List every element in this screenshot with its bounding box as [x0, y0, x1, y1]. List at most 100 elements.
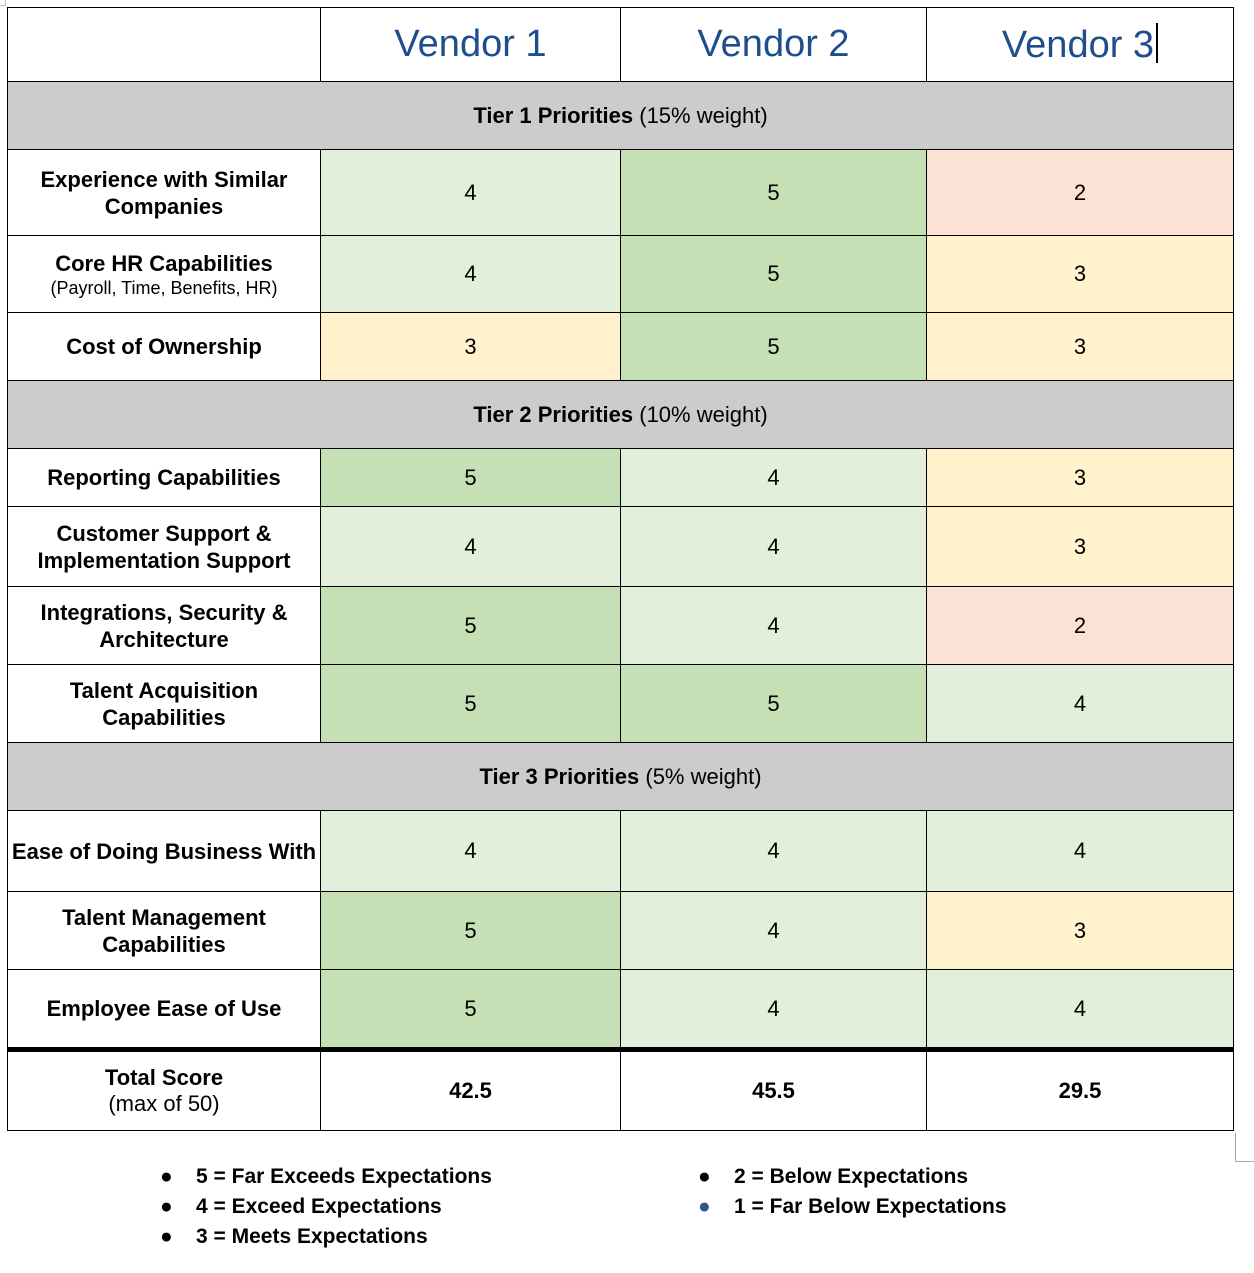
legend-text: 3 = Meets Expectations — [196, 1225, 428, 1248]
criterion-label-cell: Reporting Capabilities — [7, 448, 321, 507]
criterion-label-cell: Experience with Similar Companies — [7, 149, 321, 236]
criterion-label-cell: Core HR Capabilities(Payroll, Time, Bene… — [7, 235, 321, 313]
score-cell-vendor-2: 5 — [620, 664, 927, 743]
total-score-vendor-1: 42.5 — [320, 1047, 621, 1131]
page-margin-corner-mark — [1235, 1133, 1254, 1162]
total-label: Total Score — [104, 1065, 224, 1090]
tier-3-heading: Tier 3 Priorities (5% weight) — [7, 742, 1234, 811]
criterion-label-cell: Customer Support & Implementation Suppor… — [7, 506, 321, 587]
bullet-icon: ● — [698, 1165, 711, 1188]
bullet-icon: ● — [698, 1195, 711, 1218]
total-score-vendor-3: 29.5 — [926, 1047, 1234, 1131]
tier-3-band: Tier 3 Priorities (5% weight) — [7, 742, 1234, 811]
criterion-sublabel: (Payroll, Time, Benefits, HR) — [50, 277, 278, 298]
criterion-label: Talent Management Capabilities — [62, 904, 266, 957]
score-cell-vendor-2: 4 — [620, 448, 927, 507]
score-cell-vendor-1: 4 — [320, 810, 621, 892]
criterion-label: Cost of Ownership — [66, 334, 262, 359]
vendor-3-header[interactable]: Vendor 3 — [926, 7, 1234, 82]
criterion-label: Employee Ease of Use — [46, 996, 282, 1021]
criterion-label: Reporting Capabilities — [47, 465, 281, 490]
tier-weight: (15% weight) — [639, 102, 768, 128]
score-cell-vendor-3: 3 — [926, 506, 1234, 587]
vendor-2-header: Vendor 2 — [620, 7, 927, 82]
tier-2-band: Tier 2 Priorities (10% weight) — [7, 380, 1234, 449]
score-cell-vendor-1: 4 — [320, 149, 621, 236]
tier-title: Tier 2 Priorities — [473, 401, 634, 427]
vendor-scorecard-table: Vendor 1 Vendor 2 Vendor 3 Tier 1 Priori… — [7, 7, 1234, 1131]
tier-weight: (10% weight) — [639, 401, 768, 427]
score-cell-vendor-1: 5 — [320, 586, 621, 665]
bullet-icon: ● — [160, 1225, 173, 1248]
tier-weight: (5% weight) — [645, 763, 762, 789]
tier-1-band: Tier 1 Priorities (15% weight) — [7, 81, 1234, 150]
score-cell-vendor-1: 5 — [320, 969, 621, 1050]
score-cell-vendor-1: 4 — [320, 506, 621, 587]
score-cell-vendor-2: 5 — [620, 235, 927, 313]
criterion-label: Ease of Doing Business With — [11, 838, 317, 864]
score-cell-vendor-3: 3 — [926, 448, 1234, 507]
score-cell-vendor-2: 4 — [620, 586, 927, 665]
score-cell-vendor-3: 3 — [926, 235, 1234, 313]
legend-list-right: ● 2 = Below Expectations ● 1 = Far Below Ex… — [698, 1162, 1007, 1222]
vendor-2-label: Vendor 2 — [697, 23, 850, 65]
header-empty-cell — [7, 7, 321, 82]
text-cursor — [1156, 22, 1159, 63]
score-cell-vendor-2: 4 — [620, 810, 927, 892]
total-score-vendor-2: 45.5 — [620, 1047, 927, 1131]
score-cell-vendor-3: 4 — [926, 664, 1234, 743]
score-cell-vendor-1: 5 — [320, 664, 621, 743]
legend-item: ●4 = Exceed Expectations — [160, 1192, 492, 1222]
legend-item: ● 1 = Far Below Expectations — [698, 1192, 1007, 1222]
criterion-label: Integrations, Security & Architecture — [40, 599, 288, 652]
criterion-label-cell: Ease of Doing Business With — [7, 810, 321, 892]
score-cell-vendor-1: 5 — [320, 891, 621, 970]
score-cell-vendor-3: 2 — [926, 586, 1234, 665]
score-cell-vendor-3: 4 — [926, 969, 1234, 1050]
score-cell-vendor-3: 3 — [926, 312, 1234, 381]
header-row: Vendor 1 Vendor 2 Vendor 3 — [7, 7, 1234, 82]
total-label-cell: Total Score(max of 50) — [7, 1047, 321, 1131]
criterion-label: Customer Support & Implementation Suppor… — [37, 520, 291, 573]
score-cell-vendor-2: 4 — [620, 891, 927, 970]
score-cell-vendor-3: 4 — [926, 810, 1234, 892]
vendor-1-header: Vendor 1 — [320, 7, 621, 82]
legend-list-left: ●5 = Far Exceeds Expectations●4 = Exceed… — [160, 1162, 492, 1252]
criterion-row: Customer Support & Implementation Suppor… — [7, 506, 1234, 587]
criterion-label: Core HR Capabilities — [55, 250, 273, 276]
score-cell-vendor-2: 5 — [620, 149, 927, 236]
score-cell-vendor-1: 5 — [320, 448, 621, 507]
bullet-icon: ● — [160, 1165, 173, 1188]
legend-item: ● 3 = Meets Expectations — [160, 1222, 492, 1252]
vendor-3-label: Vendor 3 — [1001, 23, 1155, 66]
criterion-row: Core HR Capabilities(Payroll, Time, Bene… — [7, 235, 1234, 313]
score-cell-vendor-2: 5 — [620, 312, 927, 381]
score-cell-vendor-1: 4 — [320, 235, 621, 313]
criterion-label: Experience with Similar Companies — [40, 166, 288, 219]
score-cell-vendor-3: 3 — [926, 891, 1234, 970]
vendor-1-label: Vendor 1 — [394, 23, 547, 65]
score-cell-vendor-2: 4 — [620, 506, 927, 587]
legend-item: ● 2 = Below Expectations — [698, 1162, 1007, 1192]
tier-1-heading: Tier 1 Priorities (15% weight) — [7, 81, 1234, 150]
legend-text: 4 = Exceed Expectations — [196, 1195, 442, 1218]
total-sublabel: (max of 50) — [108, 1091, 220, 1116]
score-cell-vendor-1: 3 — [320, 312, 621, 381]
legend-item: ●5 = Far Exceeds Expectations — [160, 1162, 492, 1192]
score-cell-vendor-3: 2 — [926, 149, 1234, 236]
legend-text: 2 = Below Expectations — [734, 1165, 968, 1188]
legend-text: 1 = Far Below Expectations — [734, 1195, 1007, 1218]
tier-title: Tier 1 Priorities — [473, 102, 634, 128]
page-corner-mark — [0, 0, 6, 6]
criterion-label-cell: Employee Ease of Use — [7, 969, 321, 1050]
criterion-label-cell: Cost of Ownership — [7, 312, 321, 381]
